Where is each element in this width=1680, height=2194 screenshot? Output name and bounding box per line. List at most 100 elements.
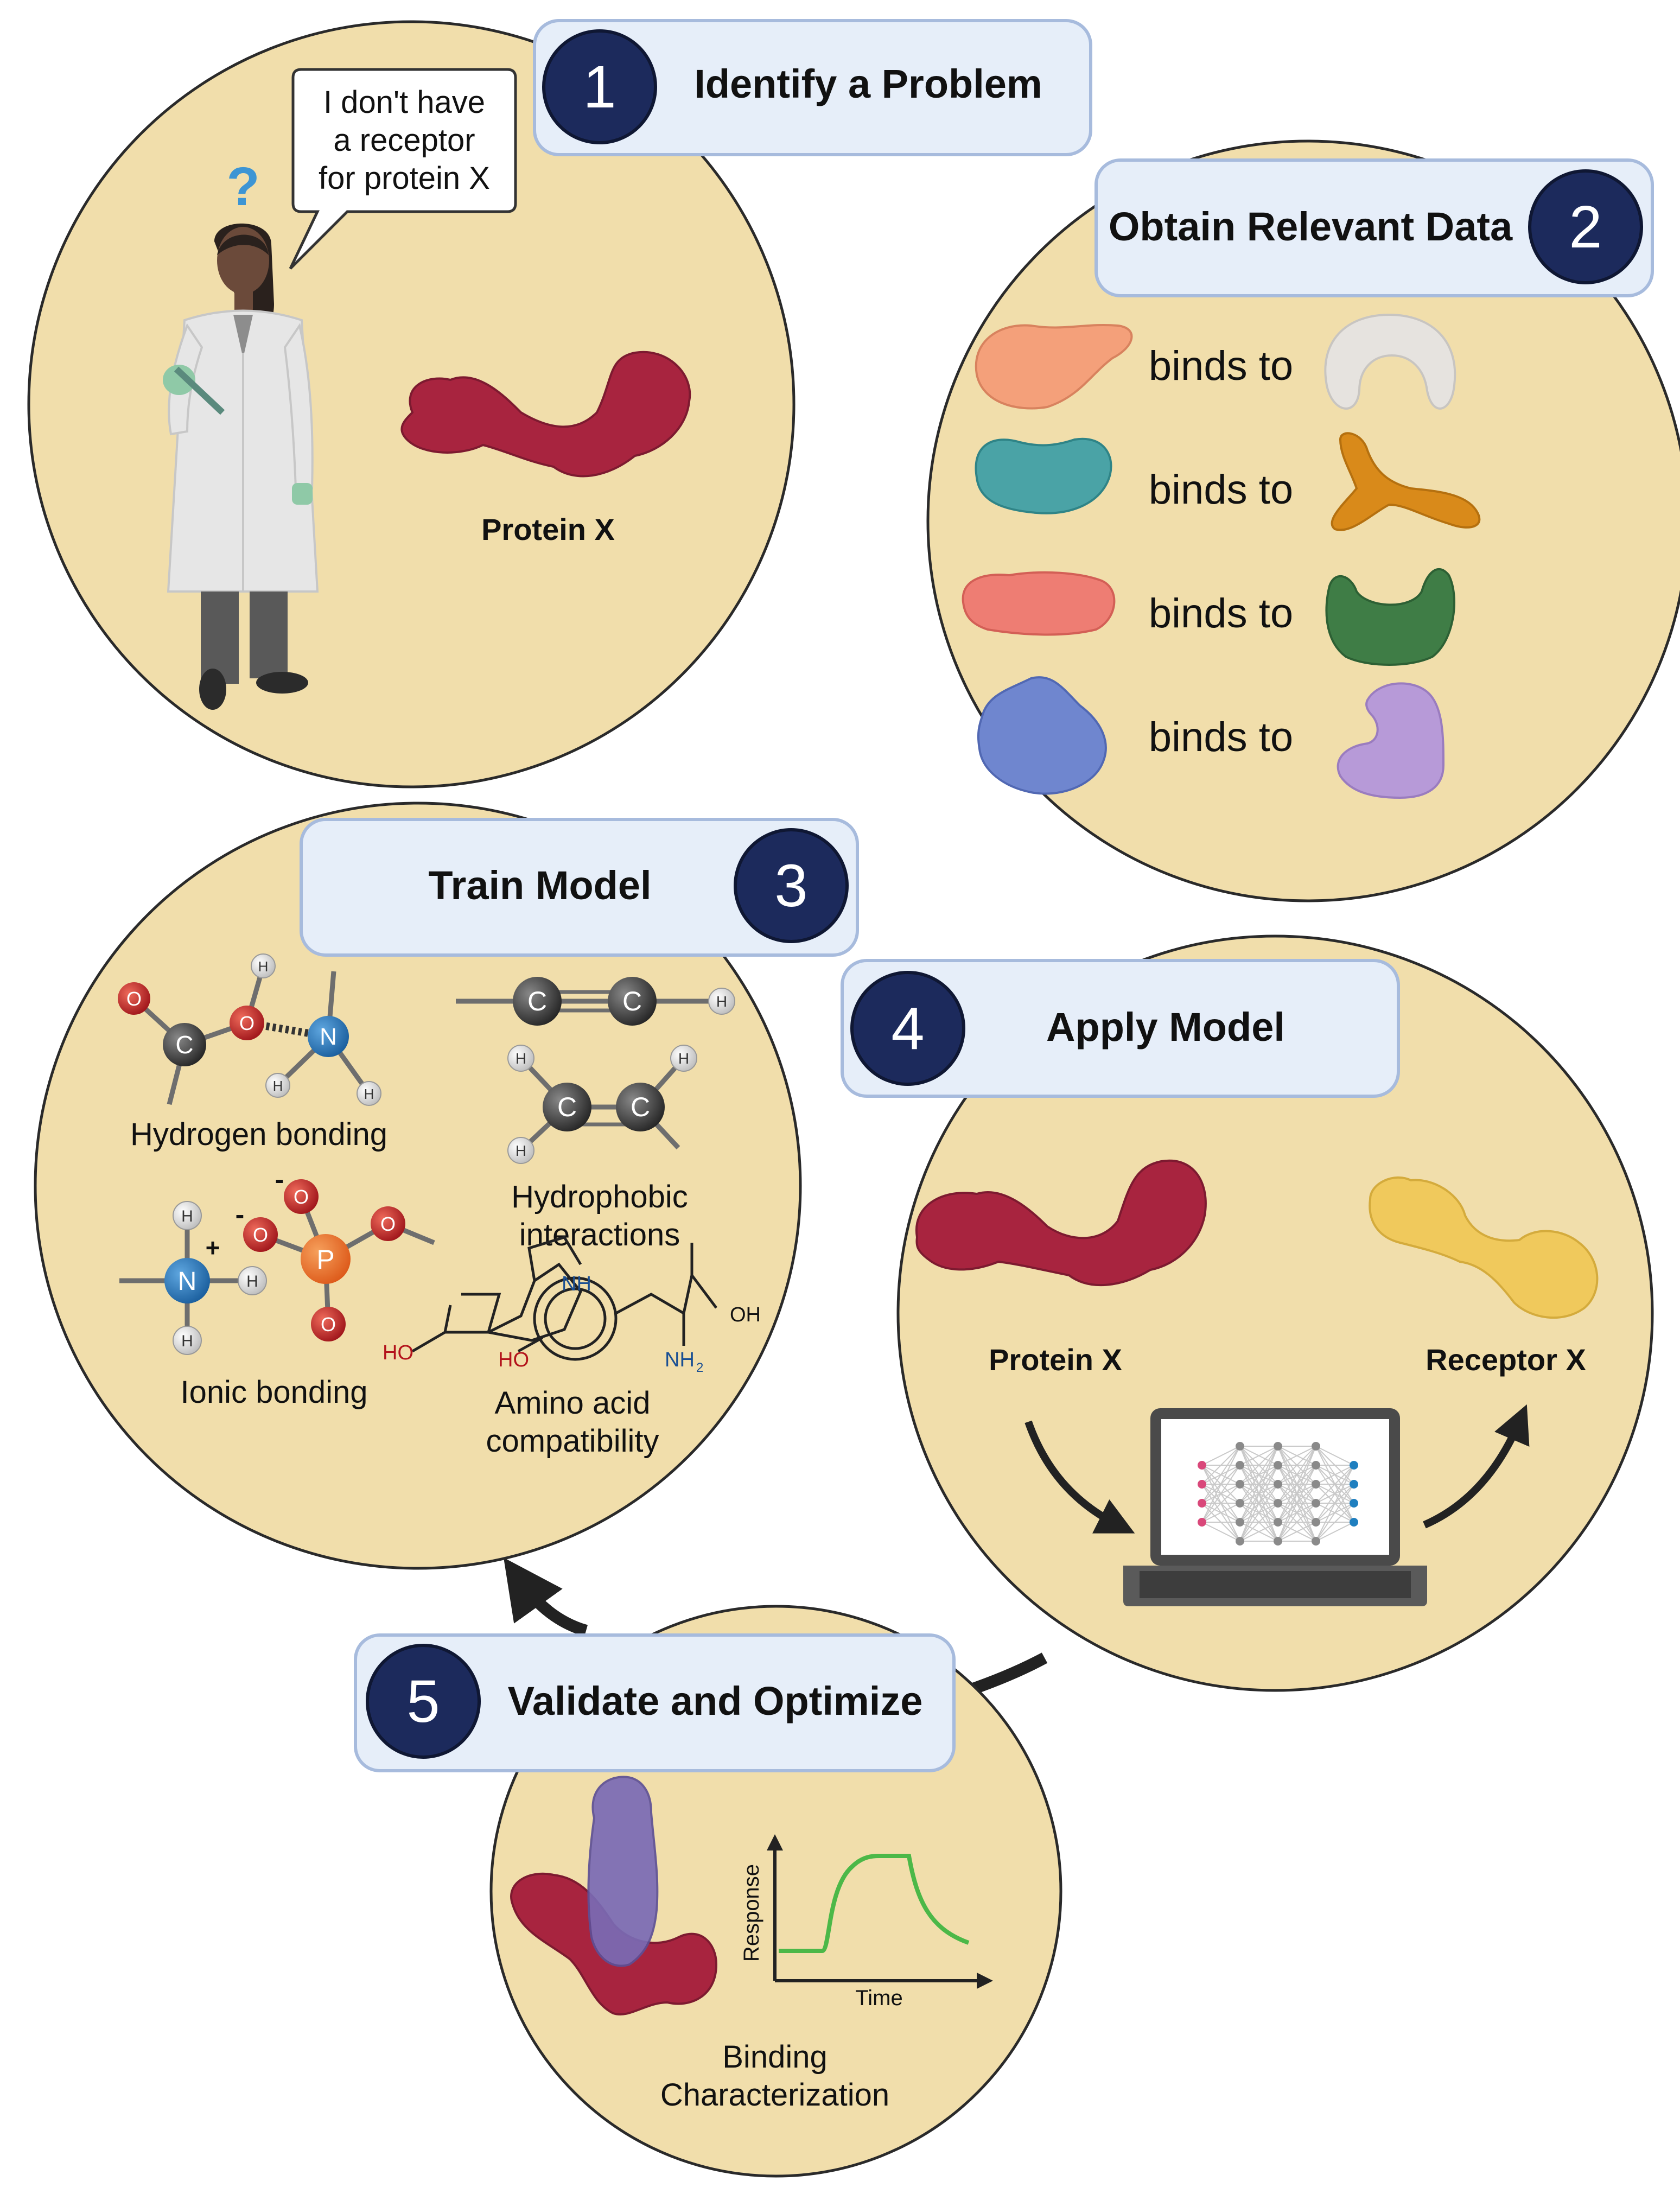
nn-node	[1274, 1442, 1282, 1451]
binds-to-label-2: binds to	[1149, 467, 1293, 513]
atom-h-label: H	[678, 1050, 689, 1067]
protein-x-shape	[400, 351, 691, 478]
nn-edge	[1277, 1465, 1316, 1542]
step-title-3: Train Model	[428, 863, 651, 908]
nn-edge	[1239, 1446, 1278, 1504]
amino-acid-text: NH OH HO HO NH 2	[383, 1273, 761, 1375]
hydrophobic-label-1: Hydrophobic	[511, 1179, 688, 1214]
atom-h-label: H	[246, 1273, 258, 1290]
atom-o-label: O	[380, 1213, 396, 1235]
protein-x-shape-2	[915, 1159, 1207, 1287]
neural-network-icon	[1198, 1442, 1358, 1546]
atom-h	[173, 1326, 202, 1355]
partner-shape-3	[1325, 568, 1455, 666]
arrow-laptop-to-receptor	[1423, 1404, 1530, 1529]
nn-node	[1312, 1537, 1320, 1546]
atom-n	[308, 1016, 349, 1057]
atom-h-label: H	[181, 1332, 193, 1350]
protein-x-label-2: Protein X	[989, 1343, 1122, 1377]
nn-node	[1198, 1480, 1206, 1489]
data-pair-2: binds to	[975, 432, 1481, 531]
step-badge-1	[542, 29, 657, 144]
nn-node	[1236, 1480, 1244, 1489]
nn-edge	[1277, 1446, 1316, 1466]
partner-shape-4	[1337, 682, 1445, 799]
binding-caption-2: Characterization	[660, 2077, 889, 2113]
atom-h	[173, 1201, 202, 1230]
nn-node	[1236, 1499, 1244, 1508]
speech-line-2: a receptor	[333, 123, 475, 158]
nn-node	[1274, 1537, 1282, 1546]
nn-node	[1274, 1499, 1282, 1508]
amino-acid-label-1: Amino acid	[495, 1385, 651, 1421]
step-number-5: 5	[406, 1668, 440, 1735]
nn-node	[1350, 1518, 1358, 1527]
chem-nh2-label: NH	[665, 1349, 695, 1371]
nn-edge	[1277, 1446, 1316, 1542]
nn-edge	[1315, 1484, 1354, 1542]
nn-edge	[1201, 1522, 1240, 1542]
atom-c-label: C	[557, 1092, 577, 1122]
nn-edge	[1315, 1465, 1354, 1485]
step-number-1: 1	[583, 54, 616, 120]
step-number-4: 4	[891, 995, 924, 1062]
atom-c	[616, 1083, 665, 1131]
atom-c-label: C	[622, 986, 642, 1016]
nn-node	[1312, 1442, 1320, 1451]
step-badge-4	[850, 971, 965, 1086]
atom-h	[357, 1081, 381, 1106]
atom-h	[708, 988, 735, 1015]
hydrophobic-molecules: C C H H H H C C	[456, 977, 735, 1164]
minus-sign: -	[275, 1164, 284, 1194]
atom-h	[507, 1045, 534, 1072]
nn-node	[1350, 1499, 1358, 1508]
chem-ho-label: HO	[383, 1341, 413, 1364]
nn-node	[1350, 1461, 1358, 1470]
nn-node	[1198, 1461, 1206, 1470]
step-banner-4: 4 Apply Model	[841, 959, 1400, 1098]
nn-edge	[1201, 1503, 1240, 1523]
nn-node	[1274, 1518, 1282, 1527]
atom-n	[164, 1258, 210, 1303]
nn-edge	[1315, 1465, 1354, 1504]
speech-line-3: for protein X	[319, 161, 490, 196]
step-badge-3	[734, 828, 849, 943]
nn-edge	[1277, 1446, 1316, 1485]
amino-acid-label-2: compatibility	[486, 1423, 659, 1459]
nn-edge	[1201, 1446, 1240, 1485]
plot-x-label: Time	[855, 1986, 902, 2010]
atom-o	[284, 1179, 319, 1214]
atom-c	[513, 977, 562, 1026]
atom-h	[670, 1045, 697, 1072]
atom-h-label: H	[258, 958, 269, 975]
step-3-content: O C O H N H H Hydrogen bonding C C H	[118, 953, 761, 1459]
scientist-figure: ?	[163, 156, 319, 710]
step-title-5: Validate and Optimize	[508, 1678, 923, 1724]
binds-to-label-4: binds to	[1149, 714, 1293, 760]
atom-h-label: H	[273, 1078, 283, 1094]
atom-c	[163, 1023, 206, 1066]
atoms-hydrogen: O C O H N H H	[118, 953, 381, 1106]
chem-sub-label: 2	[696, 1360, 703, 1375]
binding-curve	[779, 1854, 970, 1953]
atom-h-label: H	[516, 1050, 526, 1067]
ligand-shape-4	[977, 676, 1107, 795]
atom-o-label: O	[239, 1012, 254, 1034]
atom-n-label: N	[320, 1023, 337, 1050]
nn-node	[1312, 1461, 1320, 1470]
binds-to-label-3: binds to	[1149, 590, 1293, 637]
plus-sign: +	[206, 1233, 220, 1262]
data-pair-4: binds to	[977, 676, 1445, 799]
nn-edge	[1239, 1446, 1278, 1485]
nn-edge	[1315, 1465, 1354, 1542]
nn-edge	[1315, 1503, 1354, 1542]
binds-to-label-1: binds to	[1149, 343, 1293, 389]
ionic-bonding-label: Ionic bonding	[180, 1375, 367, 1410]
atom-o	[243, 1217, 278, 1252]
atom-c-label: C	[175, 1031, 193, 1059]
nn-node	[1236, 1461, 1244, 1470]
step-title-4: Apply Model	[1046, 1004, 1285, 1050]
hydrophobic-label-2: interactions	[519, 1217, 680, 1252]
atom-h-label: H	[716, 993, 727, 1010]
chem-ho-label-2: HO	[498, 1349, 529, 1371]
